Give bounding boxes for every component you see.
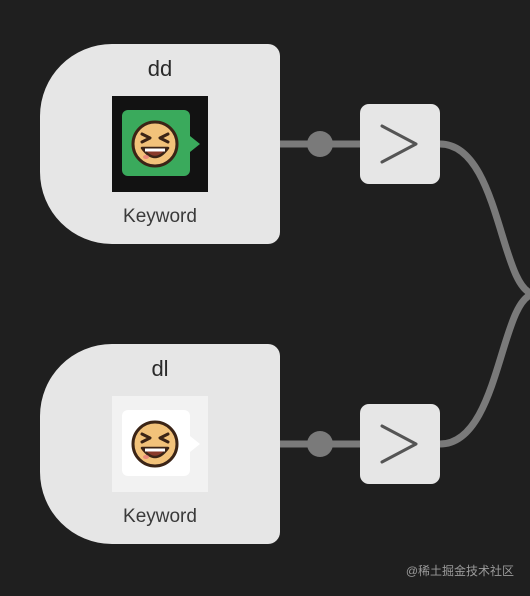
laughing-emoji-green-tag-icon [112,96,208,192]
greater-than-icon [380,124,418,164]
node-thumbnail [112,396,208,492]
keyword-node-dl[interactable]: dl Keyword [40,344,280,544]
node-thumbnail [112,96,208,192]
laughing-emoji-white-tag-icon [112,396,208,492]
node-title: dd [147,56,173,81]
greater-than-icon [380,424,418,464]
compare-button-2[interactable] [360,404,440,484]
wire-button2-to-output [439,291,530,448]
node-type-label: Keyword [123,206,197,227]
keyword-node-dd[interactable]: dd Keyword [40,44,280,244]
output-port-dd[interactable] [307,131,333,157]
node-type-label: Keyword [123,506,197,527]
node-title: dl [151,356,169,381]
output-port-dl[interactable] [307,431,333,457]
compare-button-1[interactable] [360,104,440,184]
wire-button1-to-output [439,140,530,297]
watermark: @稀土掘金技术社区 [405,564,514,578]
